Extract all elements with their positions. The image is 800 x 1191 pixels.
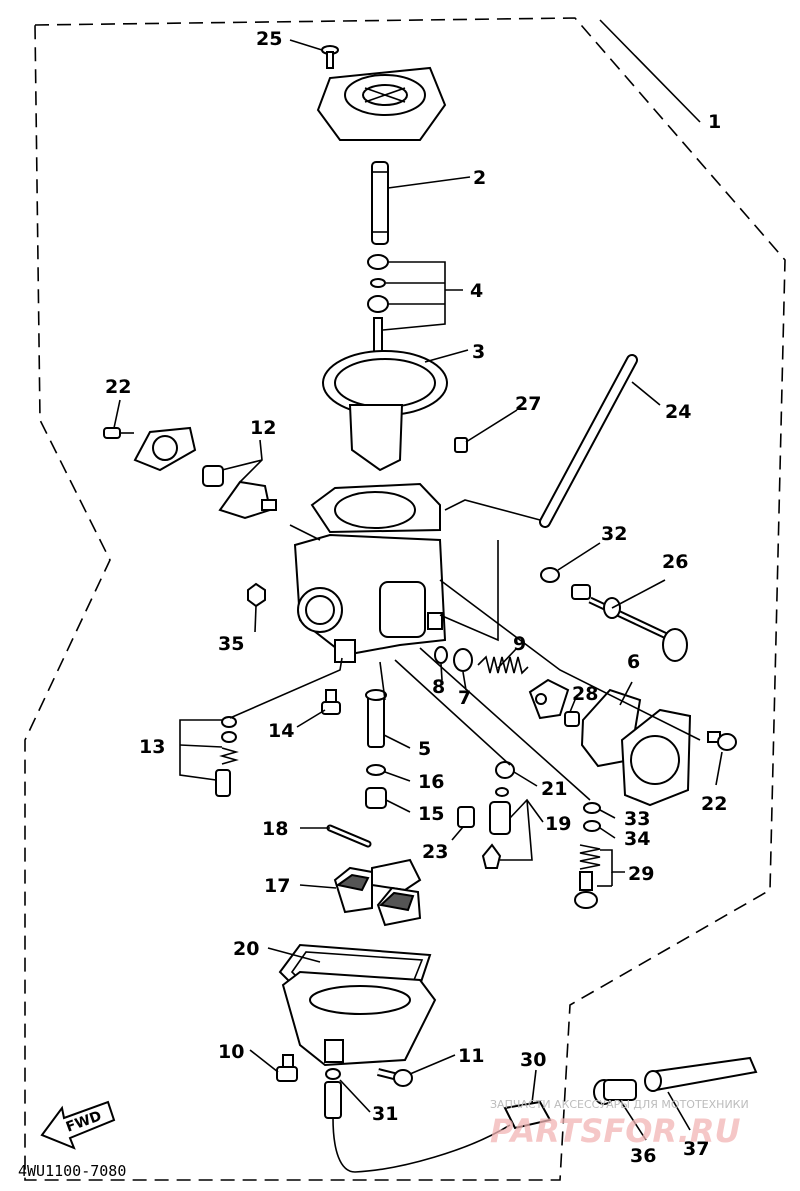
part-18-float-pin xyxy=(326,824,372,848)
part-26-throttle-screw xyxy=(571,584,688,662)
part-15-main-jet xyxy=(365,787,387,809)
callout-29: 29 xyxy=(628,863,654,885)
callout-37: 37 xyxy=(683,1138,709,1160)
callout-4: 4 xyxy=(470,280,483,302)
part-22-left-cover xyxy=(103,426,197,472)
part-37-hose xyxy=(644,1056,758,1092)
callout-11: 11 xyxy=(458,1045,484,1067)
part-11-drain-screw xyxy=(377,1068,413,1087)
diagram-code: 4WU1100-7080 xyxy=(18,1162,126,1180)
callout-labels: 25 1 2 4 3 22 27 24 12 32 26 35 9 6 8 7 … xyxy=(105,28,727,1167)
callout-27: 27 xyxy=(515,393,541,415)
part-35-nut xyxy=(247,582,266,608)
part-29-adjust-screw-set xyxy=(574,844,601,909)
part-32-o-ring xyxy=(540,567,560,583)
part-14-screw xyxy=(321,689,341,715)
callout-18: 18 xyxy=(262,818,288,840)
callout-36: 36 xyxy=(630,1145,656,1167)
part-24-air-vent-pipe xyxy=(539,354,638,528)
callout-19: 19 xyxy=(545,813,571,835)
callout-31: 31 xyxy=(372,1103,398,1125)
callout-14: 14 xyxy=(268,720,294,742)
callout-17: 17 xyxy=(264,875,290,897)
callout-23: 23 xyxy=(422,841,448,863)
callout-24: 24 xyxy=(665,401,691,423)
part-3-diaphragm-piston xyxy=(322,350,448,472)
callout-20: 20 xyxy=(233,938,259,960)
part-17-float xyxy=(333,858,422,927)
callout-33: 33 xyxy=(624,808,650,830)
callout-8: 8 xyxy=(432,676,445,698)
callout-1: 1 xyxy=(708,111,721,133)
watermark-subtitle: ЗАПЧАСТИ АКСЕССУАРЫ ДЛЯ МОТОТЕХНИКИ xyxy=(490,1098,749,1111)
part-33-o-ring xyxy=(583,802,601,814)
callout-35: 35 xyxy=(218,633,244,655)
part-28-lever xyxy=(528,678,580,727)
callout-26: 26 xyxy=(662,551,688,573)
part-5-needle-jet xyxy=(365,689,387,748)
float-bowl xyxy=(281,970,437,1067)
callout-34: 34 xyxy=(624,828,650,850)
part-30-drain-hose xyxy=(324,1081,552,1173)
part-7-o-ring xyxy=(453,648,473,672)
part-8-washer xyxy=(434,646,448,664)
callout-9: 9 xyxy=(513,633,526,655)
part-36-joint xyxy=(593,1079,637,1105)
part-21-plug xyxy=(495,761,515,779)
fwd-arrow-icon: FWD xyxy=(40,1100,116,1150)
watermark-site: PARTSFOR.RU xyxy=(490,1112,740,1150)
callout-25: 25 xyxy=(256,28,282,50)
callout-15: 15 xyxy=(418,803,444,825)
callout-5: 5 xyxy=(418,738,431,760)
callout-3: 3 xyxy=(472,341,485,363)
callout-10: 10 xyxy=(218,1041,244,1063)
leader-lines xyxy=(113,19,723,1141)
callout-6: 6 xyxy=(627,651,640,673)
part-4-jet-needle-set xyxy=(367,254,389,381)
callout-13: 13 xyxy=(139,736,165,758)
part-16-washer xyxy=(366,764,386,776)
carb-top-cover xyxy=(316,66,447,141)
part-31-o-ring xyxy=(325,1068,341,1080)
callout-30: 30 xyxy=(520,1049,546,1071)
accelerator-pump-cover xyxy=(620,708,692,807)
part-25-screw xyxy=(321,45,339,69)
carburetor-body xyxy=(289,482,447,663)
part-10-screw xyxy=(276,1054,298,1082)
callout-28: 28 xyxy=(572,683,598,705)
callout-7: 7 xyxy=(458,687,471,709)
part-13-drain-screw-set xyxy=(215,716,239,797)
part-2-needle-tube xyxy=(371,161,389,245)
callout-2: 2 xyxy=(473,167,486,189)
part-34-washer xyxy=(583,820,601,832)
callout-22-right: 22 xyxy=(701,793,727,815)
part-22-right-screw xyxy=(707,731,737,751)
part-19-pilot-jet-set xyxy=(481,787,511,869)
assembly-boundary xyxy=(24,17,786,1181)
part-12-starter-plunger xyxy=(202,465,277,520)
callout-32: 32 xyxy=(601,523,627,545)
callout-16: 16 xyxy=(418,771,444,793)
part-9-spring xyxy=(477,655,529,675)
part-27-cap xyxy=(454,437,468,453)
callout-22-left: 22 xyxy=(105,376,131,398)
callout-12: 12 xyxy=(250,417,276,439)
part-23-pilot-jet xyxy=(457,806,475,828)
callout-21: 21 xyxy=(541,778,567,800)
